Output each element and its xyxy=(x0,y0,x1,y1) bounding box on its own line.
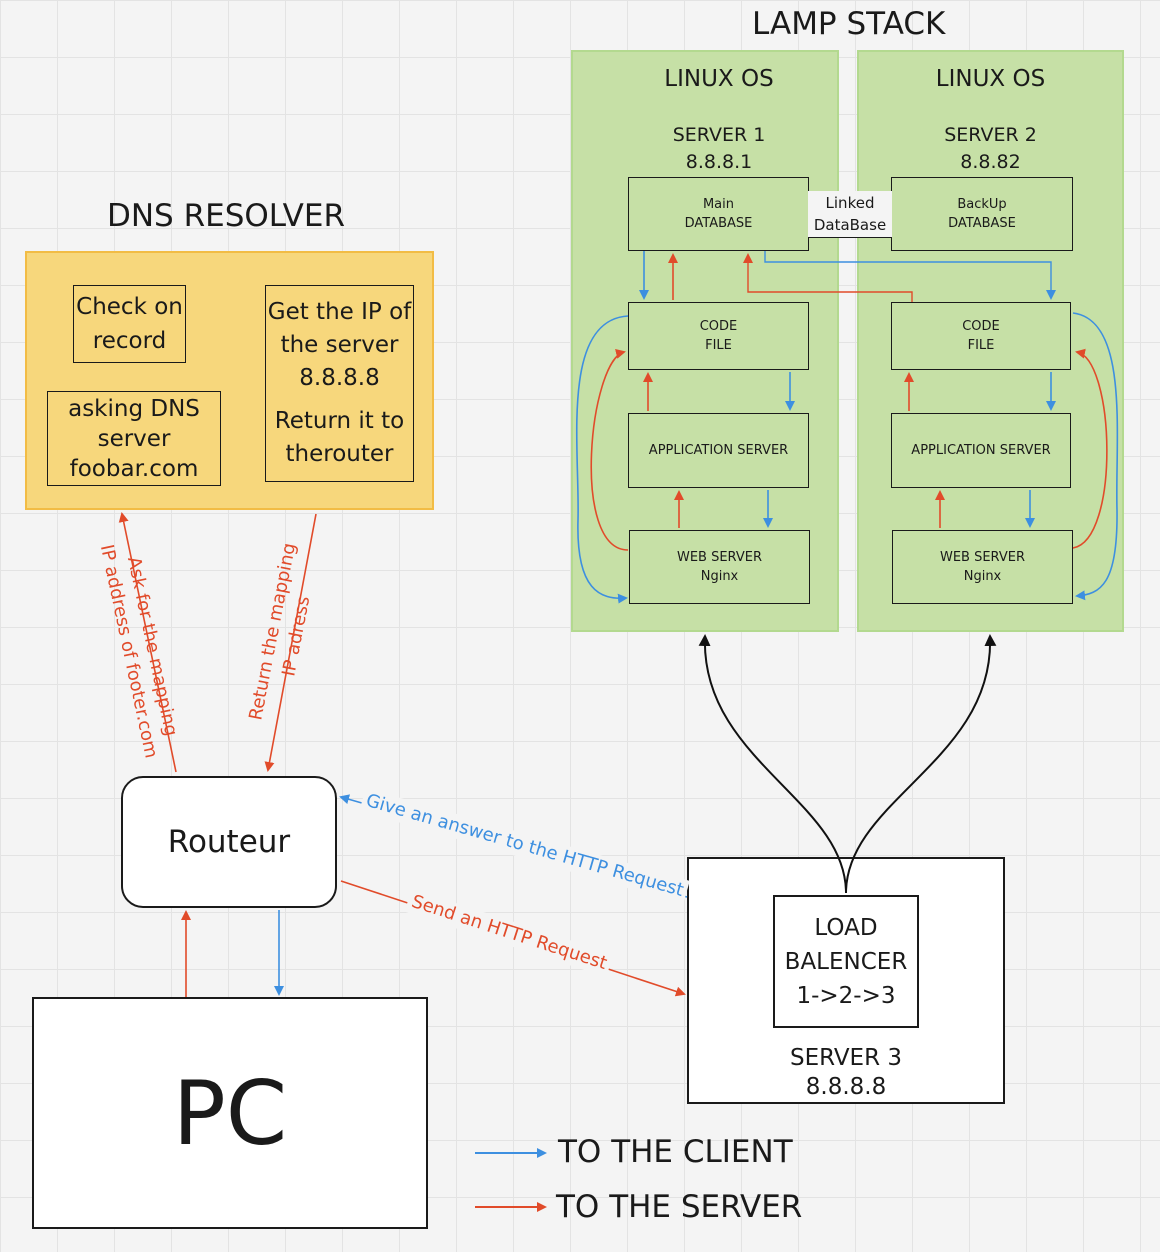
server-2-label: SERVER 2 8.8.82 xyxy=(857,122,1124,176)
lb-to-server2-arrow xyxy=(845,634,997,894)
legend-to-client: TO THE CLIENT xyxy=(558,1134,793,1170)
load-balancer-line2: BALENCER xyxy=(784,948,908,975)
pc-label: PC xyxy=(172,1061,288,1165)
server-2-name: SERVER 2 xyxy=(944,124,1037,146)
s1-code-to-web-blue-loop xyxy=(575,315,629,604)
get-ip-box: Get the IP of the server 8.8.8.8 Return … xyxy=(265,285,414,482)
db-to-server2-code-blue-link xyxy=(764,251,1056,300)
router-box: Routeur xyxy=(121,776,337,908)
asking-dns-line1: asking DNS xyxy=(68,395,200,422)
dns-to-router-return-arrow xyxy=(264,513,317,772)
backup-database-line2: DATABASE xyxy=(948,216,1016,231)
code-file-1-line2: FILE xyxy=(705,338,732,353)
s1-web-to-code-red-loop xyxy=(590,349,629,551)
web-server-1-line2: Nginx xyxy=(700,569,739,584)
get-ip-line1: Get the IP of xyxy=(267,299,412,325)
server-1-ip: 8.8.8.1 xyxy=(685,151,753,173)
server-3-ip: 8.8.8.8 xyxy=(805,1074,887,1100)
linux-os-panel-server-2 xyxy=(857,50,1124,632)
load-balancer-line1: LOAD xyxy=(814,914,878,941)
asking-dns-line3: foobar.com xyxy=(69,455,199,482)
load-balancer-box: LOAD BALENCER 1->2->3 xyxy=(773,895,919,1028)
lamp-stack-title: LAMP STACK xyxy=(752,6,946,42)
code-file-2-line2: FILE xyxy=(967,338,995,353)
s2-web-to-code-red-loop xyxy=(1072,348,1108,549)
s2-code-to-web-blue-loop xyxy=(1072,312,1119,601)
asking-dns-line2: server xyxy=(97,425,171,452)
load-balancer-line3: 1->2->3 xyxy=(796,982,896,1009)
server-2-ip: 8.8.82 xyxy=(960,151,1021,173)
check-record-line1: Check on xyxy=(76,294,183,320)
asking-dns-box: asking DNS server foobar.com xyxy=(47,391,221,486)
dns-resolver-title: DNS RESOLVER xyxy=(107,198,345,234)
get-ip-line3: 8.8.8.8 xyxy=(299,365,380,391)
linked-database-line2: DataBase xyxy=(813,216,887,234)
web-server-box-2: WEB SERVER Nginx xyxy=(892,530,1073,604)
router-label: Routeur xyxy=(167,824,291,860)
dns-resolver-panel xyxy=(25,251,434,510)
check-record-box: Check on record xyxy=(73,285,186,363)
server-3-label: SERVER 3 8.8.8.8 xyxy=(687,1044,1005,1102)
application-server-2-label: APPLICATION SERVER xyxy=(911,443,1051,458)
get-ip-line2: the server xyxy=(280,332,399,358)
legend-to-server: TO THE SERVER xyxy=(556,1189,803,1225)
check-record-line2: record xyxy=(92,328,167,354)
backup-database-line1: BackUp xyxy=(957,197,1007,212)
code-file-2-line1: CODE xyxy=(962,319,1000,334)
web-server-box-1: WEB SERVER Nginx xyxy=(629,530,810,604)
linux-os-panel-server-1 xyxy=(571,50,839,632)
main-database-line2: DATABASE xyxy=(684,216,753,231)
web-server-2-line1: WEB SERVER xyxy=(939,550,1026,565)
server-3-name: SERVER 3 xyxy=(789,1045,903,1071)
server-1-label: SERVER 1 8.8.8.1 xyxy=(571,122,867,176)
main-database-box: Main DATABASE xyxy=(628,177,809,251)
application-server-box-2: APPLICATION SERVER xyxy=(891,413,1071,488)
linked-database-line1: Linked xyxy=(825,194,875,212)
application-server-1-label: APPLICATION SERVER xyxy=(648,443,789,458)
get-ip-line5: therouter xyxy=(285,441,394,467)
get-ip-line4: Return it to xyxy=(274,408,405,434)
linked-database-label: Linked DataBase xyxy=(808,191,892,237)
linux-os-label-2: LINUX OS xyxy=(935,66,1046,92)
server-1-name: SERVER 1 xyxy=(672,124,766,146)
linux-os-label-1: LINUX OS xyxy=(664,66,774,92)
backup-database-box: BackUp DATABASE xyxy=(891,177,1073,251)
lb-to-server1-arrow xyxy=(698,634,847,894)
web-server-1-line1: WEB SERVER xyxy=(676,550,763,565)
code-file-1-line1: CODE xyxy=(699,319,738,334)
code-file-box-1: CODE FILE xyxy=(628,302,809,370)
main-database-line1: Main xyxy=(702,197,735,212)
web-server-2-line2: Nginx xyxy=(963,569,1002,584)
server2-code-to-db-red-link xyxy=(743,253,913,302)
application-server-box-1: APPLICATION SERVER xyxy=(628,413,809,488)
pc-box: PC xyxy=(32,997,428,1229)
router-to-dns-ask-arrow xyxy=(118,512,177,773)
code-file-box-2: CODE FILE xyxy=(891,302,1071,370)
